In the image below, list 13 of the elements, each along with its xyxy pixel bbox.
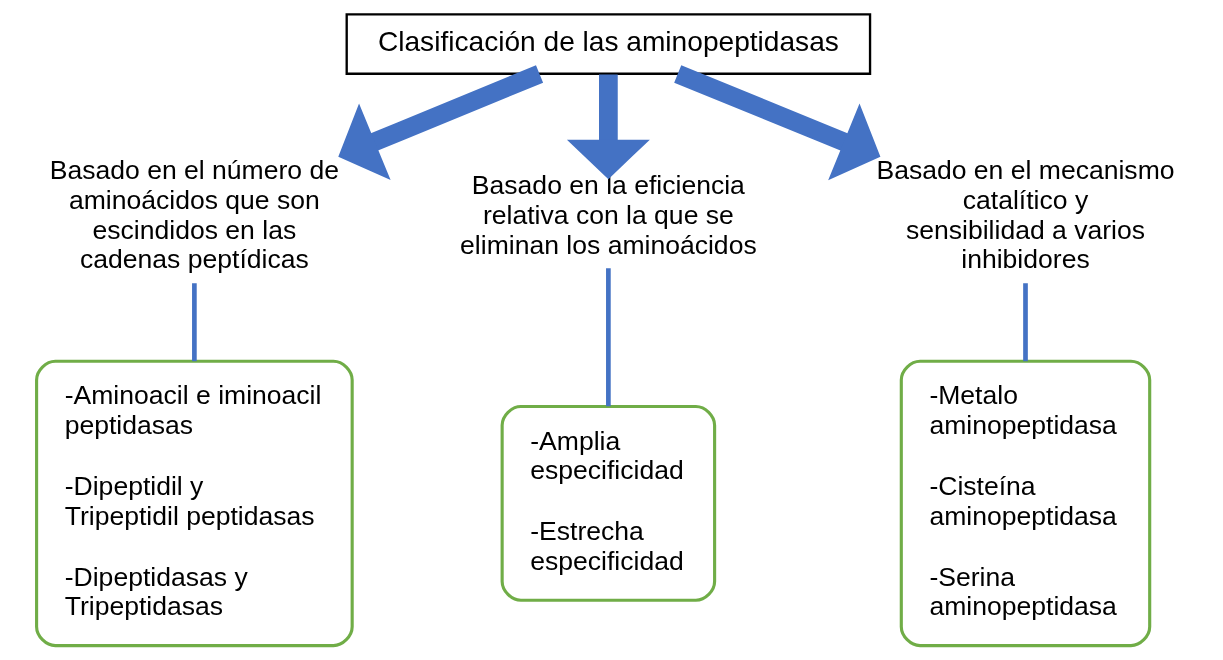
- node-box: -Amplia especificidad -Estrecha especificidad: [500, 405, 717, 602]
- node-text: Basado en el número de aminoácidos que son escindidos en las cadenas peptídicas: [49, 155, 340, 275]
- arrow: [338, 65, 544, 181]
- connector: [1023, 283, 1028, 362]
- node-text: Basado en el mecanismo catalítico y sensibilidad a varios inhibidores: [876, 155, 1175, 275]
- arrow: [566, 74, 650, 180]
- node-text: Basado en la eficiencia relativa con la que se eliminan los aminoácidos: [460, 170, 757, 260]
- node-box: -Metalo aminopeptidasa -Cisteína aminopeptidasa -Serina aminopeptidasa: [899, 359, 1152, 648]
- connector: [606, 268, 611, 407]
- arrow: [674, 65, 881, 181]
- node-box: -Aminoacil e iminoacil peptidasas -Dipeptidil y Tripeptidil peptidasas -Dipeptidasas y Tripeptidasas: [35, 359, 354, 648]
- node-box: Clasificación de las aminopeptidasas: [345, 13, 872, 75]
- connector: [192, 283, 197, 362]
